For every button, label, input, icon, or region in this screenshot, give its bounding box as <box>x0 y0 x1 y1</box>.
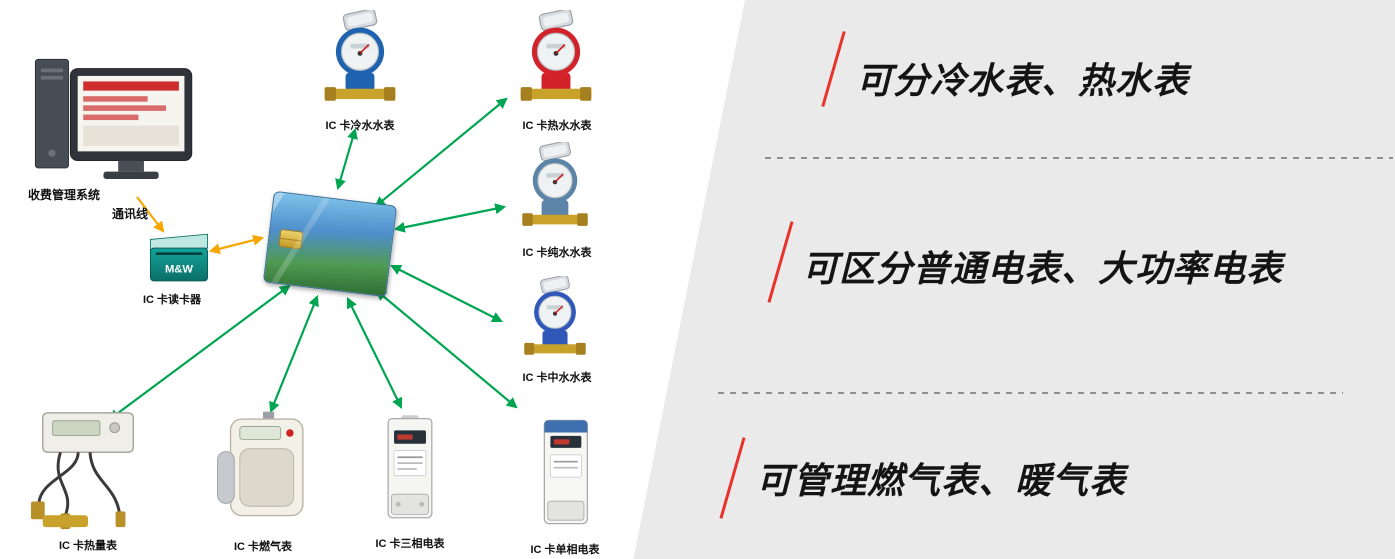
feature-divider-2 <box>718 392 1343 394</box>
reader-label: IC 卡读卡器 <box>142 294 202 306</box>
arrow-card-pure-water <box>393 203 507 233</box>
ic-card-image <box>262 190 398 298</box>
hot-water-meter-image <box>514 10 598 116</box>
reclaimed-water-meter-image <box>512 276 598 368</box>
reclaimed-water-meter-label: IC 卡中水水表 <box>522 372 592 384</box>
hot-water-meter-label: IC 卡热水水表 <box>522 120 592 132</box>
heat-meter-label: IC 卡热量表 <box>58 540 118 552</box>
comm-line-label: 通讯线 <box>112 207 149 221</box>
cold-water-meter-image <box>318 10 402 116</box>
cold-water-meter-label: IC 卡冷水水表 <box>325 120 395 132</box>
card-chip <box>278 228 304 250</box>
ic-card-reader-image: M&W <box>140 222 218 288</box>
arrow-card-cold-water <box>335 127 358 191</box>
connection-arrows <box>108 97 518 421</box>
reader-brand-text: M&W <box>165 263 193 275</box>
arrow-card-heat-meter <box>108 284 291 421</box>
arrow-card-reclaimed-water <box>390 265 503 322</box>
arrow-card-single-phase <box>375 289 518 409</box>
three-phase-meter-label: IC 卡三相电表 <box>375 538 445 550</box>
feature-text-3: 可管理燃气表、暖气表 <box>756 460 1127 501</box>
gas-meter-image <box>212 408 314 534</box>
arrow-card-three-phase <box>346 297 403 409</box>
pure-water-meter-label: IC 卡纯水水表 <box>522 247 592 259</box>
feature-text-1: 可分冷水表、热水表 <box>856 60 1190 101</box>
arrow-reader-card <box>208 234 265 255</box>
feature-divider-1 <box>765 157 1393 159</box>
gas-meter-label: IC 卡燃气表 <box>233 541 293 553</box>
arrow-card-gas-meter <box>269 294 319 414</box>
pure-water-meter-image <box>512 142 598 240</box>
computer-label: 收费管理系统 <box>28 188 101 202</box>
heat-meter-image <box>20 405 160 535</box>
single-phase-meter-label: IC 卡单相电表 <box>530 544 600 556</box>
three-phase-meter-image <box>368 405 452 533</box>
arrow-card-hot-water <box>374 97 508 208</box>
arrow-computer-reader <box>136 196 165 233</box>
feature-text-2: 可区分普通电表、大功率电表 <box>802 248 1284 289</box>
single-phase-meter-image <box>522 405 608 539</box>
system-diagram: 收费管理系统 通讯线 M&W IC 卡读卡器 <box>0 0 660 559</box>
management-computer-image <box>22 52 207 190</box>
